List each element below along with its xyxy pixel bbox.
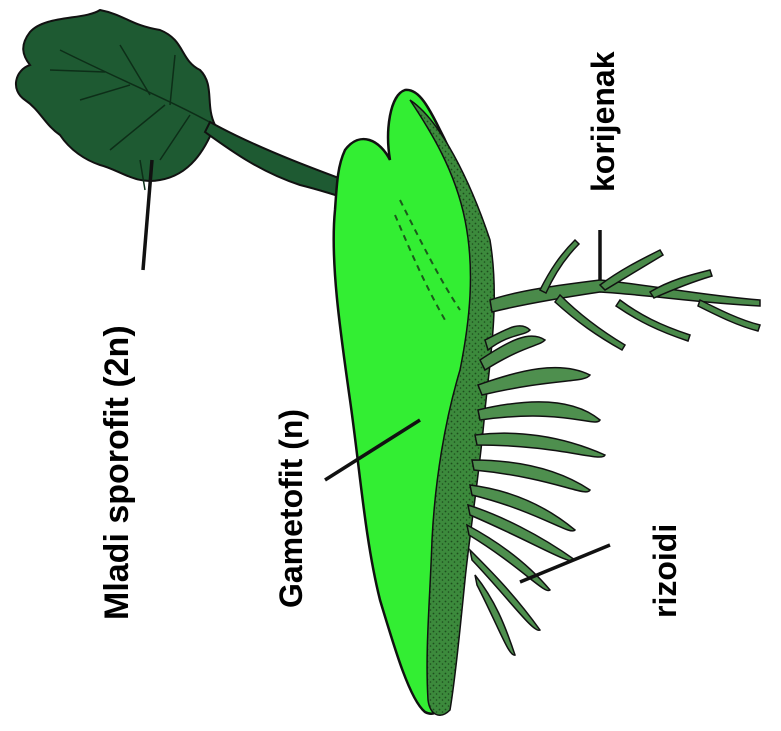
label-rhizoids: rizoidi bbox=[647, 524, 683, 618]
label-root: korijenak bbox=[585, 51, 621, 192]
root bbox=[490, 240, 760, 350]
label-sporophyte: Mladi sporofit (2n) bbox=[98, 325, 136, 620]
label-gametophyte: Gametofit (n) bbox=[273, 409, 309, 608]
sporophyte-leaf bbox=[16, 10, 215, 181]
